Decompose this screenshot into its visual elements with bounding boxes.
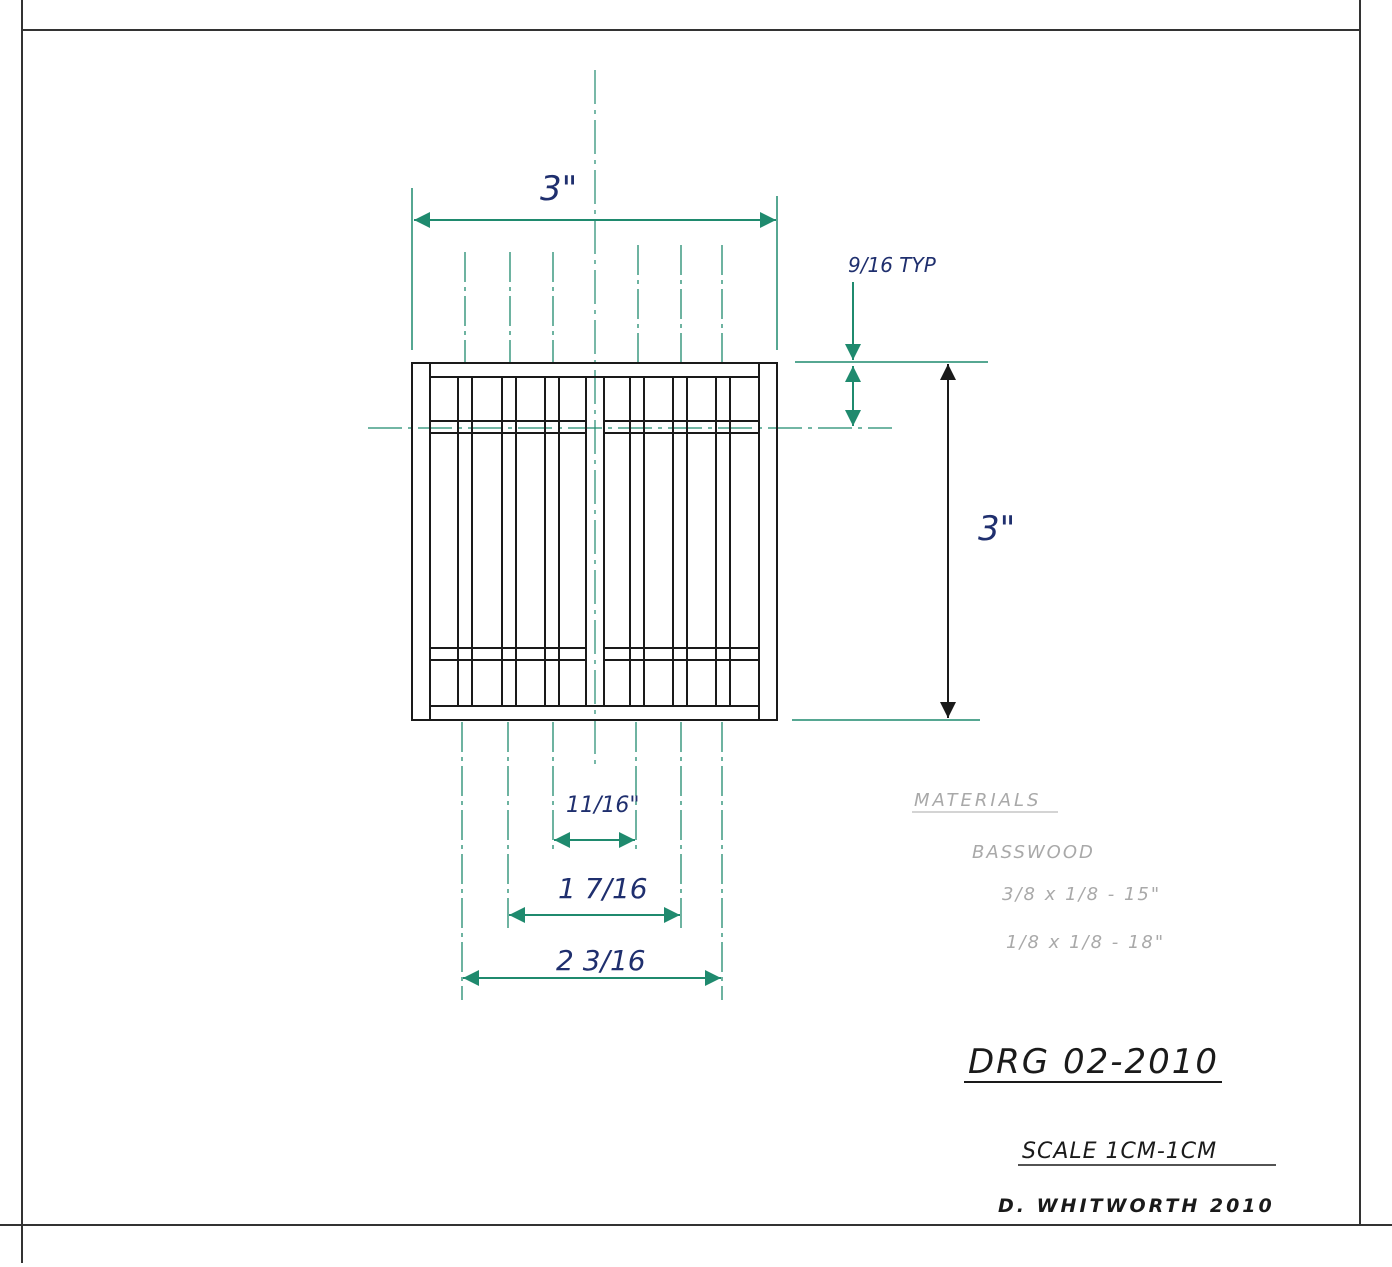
materials-heading: MATERIALS xyxy=(914,790,1042,811)
frame-slat xyxy=(629,376,645,707)
frame-slat xyxy=(501,376,517,707)
outer-extension-lines xyxy=(411,188,988,721)
dim-inner-span-3: 2 3/16 xyxy=(556,944,646,977)
dim-overall-height: 3" xyxy=(978,509,1015,549)
materials-stock-2: 1/8 x 1/8 - 18" xyxy=(1006,932,1165,953)
materials-stock-1: 3/8 x 1/8 - 15" xyxy=(1002,884,1161,905)
frame-slat xyxy=(672,376,688,707)
frame-lower-crossbar-right xyxy=(603,647,760,661)
frame-center-stile xyxy=(585,376,605,707)
drawing-author: D. WHITWORTH 2010 xyxy=(998,1195,1275,1217)
extension-lines xyxy=(461,245,723,1000)
frame-slat xyxy=(457,376,473,707)
drawing-number: DRG 02-2010 xyxy=(968,1042,1219,1082)
frame-right-stile xyxy=(758,362,778,721)
materials-note: MATERIALS BASSWOOD 3/8 x 1/8 - 15" 1/8 x… xyxy=(912,790,1165,953)
dim-inner-span-1: 11/16" xyxy=(566,793,640,818)
dim-top-rail-offset: 9/16 TYP xyxy=(848,253,937,277)
dim-overall-width: 3" xyxy=(540,169,577,209)
dim-inner-span-2: 1 7/16 xyxy=(558,872,648,905)
frame-lower-crossbar-left xyxy=(429,647,587,661)
materials-wood: BASSWOOD xyxy=(972,842,1095,863)
frame-upper-crossbar-left xyxy=(429,420,587,434)
title-block: DRG 02-2010 SCALE 1CM-1CM D. WHITWORTH 2… xyxy=(964,1042,1276,1217)
frame-slat xyxy=(544,376,560,707)
frame-slat xyxy=(715,376,731,707)
dimension-lines xyxy=(414,212,956,986)
frame-assembly xyxy=(411,362,778,721)
frame-upper-crossbar-right xyxy=(603,420,760,434)
frame-left-stile xyxy=(411,362,431,721)
drawing-scale: SCALE 1CM-1CM xyxy=(1022,1139,1217,1164)
